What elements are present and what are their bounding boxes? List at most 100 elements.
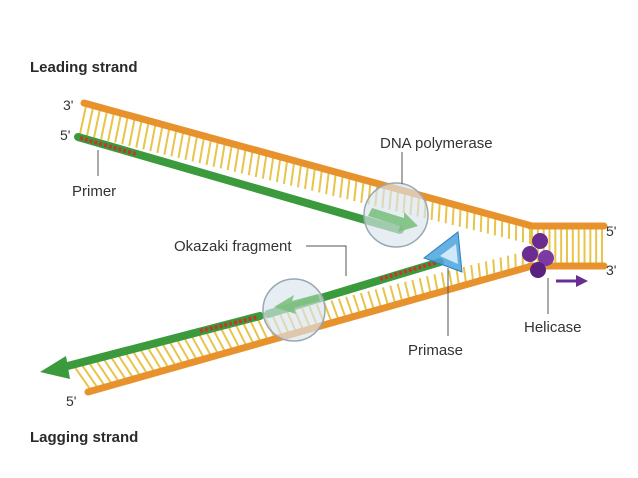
base-pair-rung (455, 268, 461, 286)
base-pair-rung (352, 294, 361, 314)
polymerase-circle-leading (363, 182, 429, 248)
base-pair-rung (198, 333, 212, 356)
base-pair-rung (117, 354, 134, 378)
base-pair-rung (146, 346, 162, 370)
base-pair-rung (191, 135, 198, 162)
helicase-subunit (538, 250, 554, 266)
base-pair-rung (448, 270, 453, 288)
dna-polymerase-leading (363, 182, 429, 248)
base-pair-rung (477, 262, 482, 280)
primase-wedge-highlight (440, 244, 458, 264)
base-pair-rung (212, 329, 226, 352)
helicase-label: Helicase (524, 319, 582, 336)
base-pair-rung (109, 356, 127, 380)
base-pair-rung (233, 147, 240, 172)
base-pair-rung (114, 115, 122, 143)
base-pair-rung (332, 173, 337, 196)
dna-polymerase-label: DNA polymerase (380, 135, 493, 152)
base-pair-rung (183, 337, 198, 360)
base-pair-rung (226, 145, 233, 171)
primase-wedge (422, 231, 463, 273)
dna-polymerase-lagging (262, 278, 326, 342)
base-pair-rung (205, 139, 212, 166)
base-pair-rung (282, 160, 289, 184)
base-pair-rung (107, 113, 115, 142)
base-pair-rung (86, 107, 94, 136)
base-pair-rung (219, 143, 226, 169)
base-pair-rung (79, 105, 87, 135)
polymerase-arrow-lagging (274, 294, 320, 314)
base-pair-rung (367, 290, 375, 310)
base-pair-rung (396, 283, 404, 302)
base-pair-rung (339, 175, 344, 198)
base-pair-rung (80, 363, 98, 388)
base-pair-rung (296, 163, 303, 188)
leader-lines (97, 150, 549, 336)
base-pair-rung (268, 156, 275, 181)
base-pair-rung (426, 275, 432, 294)
base-pair-rung (337, 298, 347, 318)
base-pair-rung (465, 209, 469, 229)
base-pair-rung (87, 361, 106, 386)
base-pair-rung (444, 203, 448, 224)
base-pair-rung (470, 264, 475, 282)
base-pair-rung (242, 322, 255, 344)
base-pair-rung (304, 165, 309, 190)
base-pair-rung (311, 167, 316, 191)
base-pair-rung (184, 133, 192, 160)
leading-5prime-end: 5' (60, 127, 70, 143)
okazaki-fragment-label: Okazaki fragment (174, 238, 292, 255)
base-pair-rung (212, 141, 219, 167)
base-pair-rung (359, 292, 368, 312)
base-pair-rung (256, 318, 269, 340)
base-pair-rung (458, 207, 462, 227)
base-pair-rung (360, 180, 365, 203)
leading-strand-heading: Leading strand (30, 59, 138, 76)
base-pair-rung (205, 331, 219, 354)
polymerase-arrow-leading (368, 208, 418, 232)
base-pair-rung (330, 300, 340, 320)
base-pair-rung (249, 320, 262, 342)
base-pair-rung (102, 357, 120, 382)
base-pair-rung (227, 326, 240, 348)
primase (422, 231, 463, 273)
base-pair-rung (139, 348, 155, 372)
base-pair-rung (149, 124, 157, 152)
base-pair-rung (95, 359, 113, 384)
base-pair-rung (161, 343, 177, 366)
base-pair-rung (486, 214, 490, 234)
helicase-subunit (532, 233, 548, 249)
leading-template-backbone (80, 99, 536, 230)
base-pair-rung (93, 109, 101, 138)
base-pair-rung (389, 285, 397, 304)
base-pair-rung (381, 287, 390, 306)
base-pair-rung (198, 137, 205, 164)
base-pair-rung (353, 179, 358, 202)
leader-okazaki (306, 245, 347, 276)
base-pair-rung (176, 339, 191, 362)
lagging-strand-arrow (40, 356, 70, 379)
base-pair-rung (261, 154, 268, 179)
right-5prime-end: 5' (606, 223, 616, 239)
base-pair-rung (240, 148, 247, 174)
helicase-direction-arrowhead (576, 275, 588, 287)
base-pair-rung (128, 118, 136, 147)
base-pair-rung (100, 111, 108, 140)
base-pair-rung (462, 266, 468, 284)
helicase (522, 233, 588, 287)
base-pair-rung (430, 199, 434, 221)
base-pair-rung (220, 328, 233, 350)
base-pair-rung (472, 210, 476, 231)
base-pair-rung (437, 201, 441, 222)
leading-new-strand (74, 133, 404, 234)
leading-3prime-end: 3' (63, 97, 73, 113)
base-pair-rung (168, 341, 184, 364)
base-pair-rung (73, 365, 91, 390)
base-pair-rung (289, 162, 296, 186)
base-pair-rung (254, 152, 261, 178)
primase-label: Primase (408, 342, 463, 359)
base-pair-rung (163, 128, 171, 155)
base-pair-rung (346, 177, 351, 200)
base-pair-rung (247, 150, 254, 176)
